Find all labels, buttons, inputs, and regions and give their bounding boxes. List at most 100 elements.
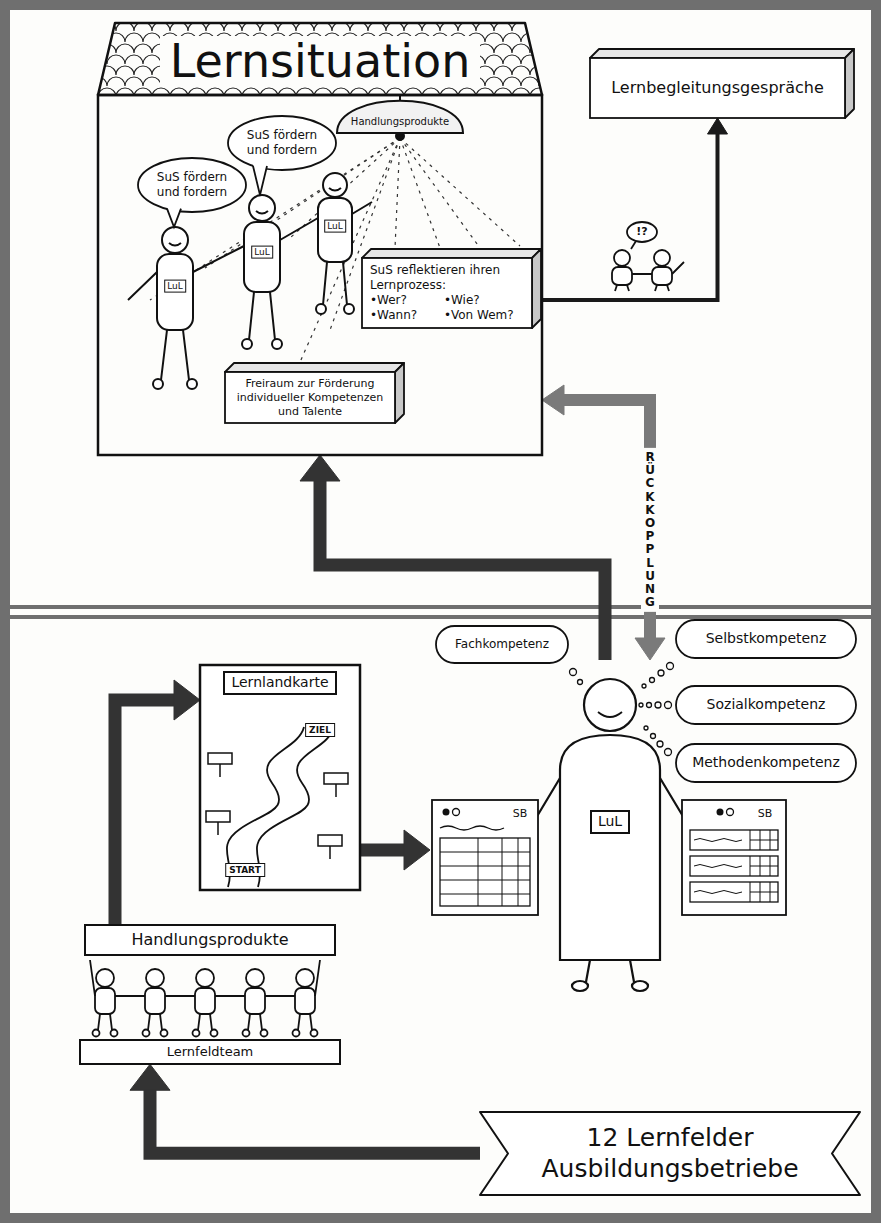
team-figures — [146, 969, 164, 987]
team-figures — [93, 1030, 100, 1037]
coaching-box-outline — [590, 49, 854, 58]
team-figures — [161, 1030, 168, 1037]
teacher-figure-outline — [690, 882, 778, 902]
node-text: •Wer? — [370, 293, 444, 308]
sheet-label-text: SB — [757, 807, 774, 820]
teacher-figure-outline — [598, 712, 622, 717]
team-figures — [261, 1030, 268, 1037]
teacher-figure-outline — [694, 882, 778, 902]
teacher-figure-outline — [694, 856, 778, 876]
node-text: Methodenkompetenz — [688, 754, 844, 772]
team-figures — [243, 1030, 250, 1037]
teacher-stick-figure — [128, 243, 244, 380]
teacher-stick-figure — [316, 304, 326, 314]
figure-badge-text: LuL — [251, 246, 273, 259]
node-text: 12 Lernfelder — [520, 1122, 820, 1153]
speech-bubble-outline — [138, 158, 246, 212]
reflection-box-outline — [532, 249, 541, 328]
teacher-stick-figure — [242, 339, 252, 349]
coaching-figures — [631, 241, 636, 249]
thought-dots — [655, 702, 661, 708]
arrowhead — [300, 455, 340, 481]
learning-map: Lernlandkarte — [200, 665, 360, 890]
reflection-box-outline — [362, 249, 541, 258]
page-frame — [5, 5, 876, 1218]
team-figures — [145, 988, 165, 1014]
team-figures — [90, 960, 320, 1037]
learning-map-outline — [335, 784, 337, 797]
speech-bubble: SuS fördern und fordern — [228, 116, 336, 170]
thought-dots — [639, 703, 643, 707]
thought-dots — [665, 702, 672, 709]
freespace-box: Freiraum zur Förderung individueller Kom… — [225, 372, 395, 423]
thought-cloud: Methodenkompetenz — [676, 744, 856, 782]
lamp-shade: Handlungsprodukte — [337, 100, 463, 133]
coaching-box-outline — [845, 49, 854, 118]
team-figures — [143, 1030, 150, 1037]
product-bar-outline — [85, 925, 335, 955]
arrowhead — [130, 1064, 170, 1090]
lamp-rays — [400, 138, 520, 246]
teacher-figure-outline — [440, 838, 530, 906]
thought-dots — [642, 684, 646, 688]
teacher-stick-figure — [344, 304, 354, 314]
speech-bubble-outline — [167, 207, 181, 227]
learning-map-outline — [217, 822, 219, 835]
page-frame — [10, 615, 871, 619]
figure-badge-text: LuL — [164, 280, 186, 293]
thought-dots — [667, 663, 674, 670]
thought-dots — [650, 678, 655, 683]
teacher-stick-figure — [272, 339, 282, 349]
teacher-figure-outline — [584, 679, 636, 731]
start-sign-text: START — [225, 863, 265, 877]
teacher-stick-figure — [153, 379, 163, 389]
node-text: Lernsituation — [160, 36, 481, 87]
goal-sign: ZIEL — [305, 723, 335, 737]
freespace-box-outline — [395, 363, 404, 423]
start-sign: START — [225, 863, 265, 877]
thought-dots — [657, 741, 663, 747]
node-text: SuS reflektieren ihren Lernprozess: — [370, 263, 524, 293]
team-plate-outline — [80, 1040, 340, 1064]
coaching-figures — [654, 250, 670, 266]
team-figures — [295, 988, 315, 1014]
node-text: Selbstkompetenz — [688, 630, 844, 648]
node-text: •Wann? — [370, 308, 444, 323]
node-text: Lernbegleitungsgespräche — [598, 78, 837, 98]
learning-map-outline — [318, 835, 342, 846]
team-figures — [195, 988, 215, 1014]
thought-cloud: Fachkompetenz — [436, 626, 568, 663]
thought-cloud: Sozialkompetenz — [676, 686, 856, 724]
node-text: Lernfeldteam — [86, 1044, 334, 1060]
learning-map-outline — [200, 665, 360, 890]
house-situation: LernsituationSuS fördern und fordernSuS … — [98, 20, 542, 455]
teacher-figure-outline — [560, 735, 660, 960]
teacher-stick-figure — [157, 254, 193, 330]
exclaim-mark: !? — [635, 226, 648, 238]
reflection-box: SuS reflektieren ihren Lernprozess:•Wer?… — [362, 258, 532, 328]
arrowhead — [174, 680, 200, 720]
learning-map-outline — [324, 773, 348, 784]
figure-badge: LuL — [324, 220, 346, 233]
node-text: Ausbildungsbetriebe — [520, 1153, 820, 1184]
team-figures — [95, 988, 115, 1014]
lamp-rays — [400, 138, 480, 248]
learning-map-outline — [219, 764, 221, 777]
teacher-figure-outline — [440, 838, 530, 906]
teacher-stick-figure — [318, 198, 352, 262]
node-text: Fachkompetenz — [446, 637, 558, 652]
product-bar: Handlungsprodukte — [85, 925, 335, 955]
house-situation-outline — [98, 95, 542, 455]
connector-arrow — [532, 132, 718, 300]
lamp-rays — [400, 138, 440, 248]
node-text: Handlungsprodukte — [91, 930, 329, 950]
teacher-stick-figure — [249, 195, 275, 221]
lamp-shade-outline — [337, 101, 463, 133]
teacher-figure-outline — [690, 830, 778, 850]
node-text: Lernlandkarte — [223, 671, 336, 695]
learning-map-outline — [206, 811, 230, 822]
thought-cloud-outline — [676, 620, 856, 658]
